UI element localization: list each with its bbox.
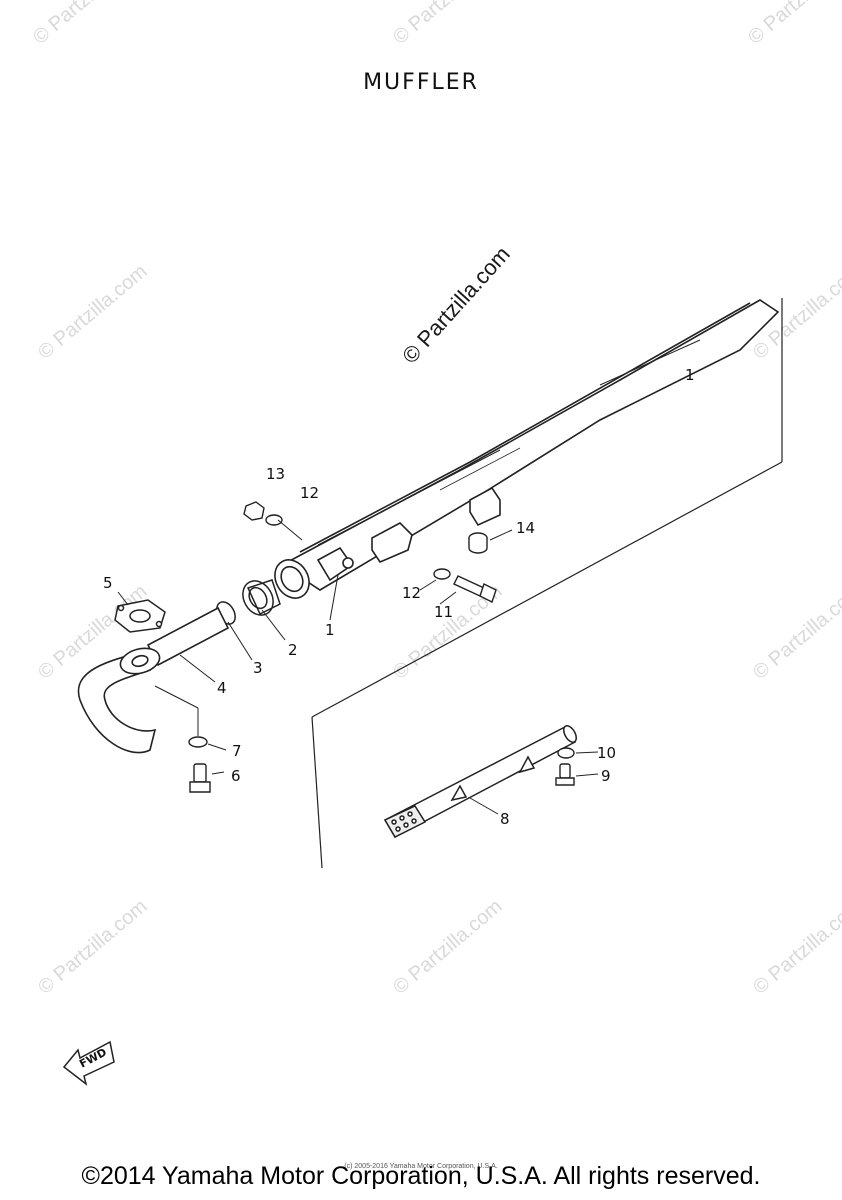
part-flange-gasket bbox=[114, 599, 166, 633]
copyright-small: (c) 2005-2016 Yamaha Motor Corporation, … bbox=[344, 1163, 498, 1170]
part-bolt-6 bbox=[189, 763, 211, 793]
fwd-arrow-icon: FWD bbox=[62, 1040, 115, 1086]
callout-11: 11 bbox=[434, 603, 453, 621]
callout-2: 2 bbox=[288, 641, 298, 659]
callout-13: 13 bbox=[266, 465, 285, 483]
callout-5: 5 bbox=[103, 574, 113, 592]
leader-lines bbox=[117, 519, 599, 815]
callout-10: 10 bbox=[597, 744, 616, 762]
watermark-faint: © Partzilla.com bbox=[749, 580, 842, 683]
callout-1: 1 bbox=[325, 621, 335, 639]
part-baffle-tube bbox=[383, 725, 577, 838]
watermark-faint: © Partzilla.com bbox=[749, 895, 842, 998]
callout-7: 7 bbox=[232, 742, 242, 760]
part-exhaust-pipe bbox=[77, 606, 230, 754]
callout-3: 3 bbox=[253, 659, 263, 677]
callout-6: 6 bbox=[231, 767, 241, 785]
callout-12-top: 12 bbox=[300, 484, 319, 502]
part-collar bbox=[242, 579, 281, 616]
callout-8: 8 bbox=[500, 810, 510, 828]
part-bolt-11 bbox=[453, 575, 497, 603]
part-washer-10 bbox=[557, 747, 575, 759]
watermark-main: © Partzilla.com bbox=[397, 241, 515, 368]
callout-1-body: 1 bbox=[685, 366, 695, 384]
callout-9: 9 bbox=[601, 767, 611, 785]
callout-4: 4 bbox=[217, 679, 227, 697]
watermark-faint: © Partzilla.com bbox=[744, 0, 842, 49]
watermark-faint: © Partzilla.com bbox=[389, 895, 506, 998]
part-washer-12a bbox=[265, 514, 283, 526]
watermark-faint: © Partzilla.com bbox=[29, 0, 146, 49]
part-washer-12b bbox=[433, 568, 451, 580]
watermark-faint: © Partzilla.com bbox=[34, 895, 151, 998]
part-nut-13 bbox=[243, 501, 265, 521]
watermark-faint: © Partzilla.com bbox=[34, 260, 151, 363]
muffler-box bbox=[311, 298, 783, 869]
part-washer-7 bbox=[188, 736, 208, 748]
page-title: MUFFLER bbox=[363, 70, 479, 95]
copyright: ©2014 Yamaha Motor Corporation, U.S.A. A… bbox=[81, 1162, 761, 1190]
part-grommet-14 bbox=[468, 532, 488, 554]
callout-numbers: 1 1 2 3 4 5 6 7 8 9 10 11 12 12 13 14 bbox=[103, 366, 695, 828]
part-bolt-9 bbox=[555, 763, 575, 786]
watermark-faint: © Partzilla.com bbox=[389, 0, 506, 49]
part-muffler bbox=[274, 299, 780, 599]
callout-12-bottom: 12 bbox=[402, 584, 421, 602]
callout-14: 14 bbox=[516, 519, 535, 537]
